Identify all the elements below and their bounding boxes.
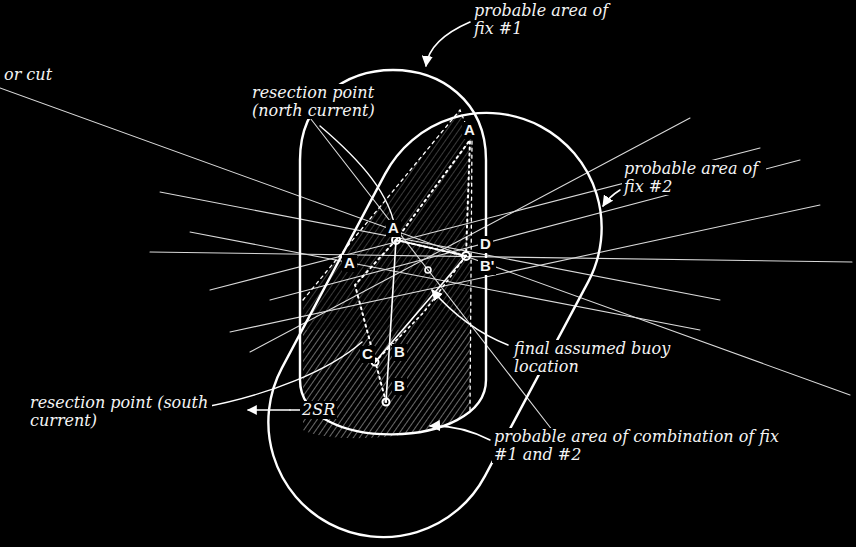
resection-label: resection point (north current) (250, 84, 404, 119)
area-label: probable area of combination of fix #1 a… (492, 428, 796, 463)
resection-label: resection point (south current) (28, 394, 212, 429)
location-label: final assumed buoy location (512, 340, 686, 375)
point-label: B (392, 344, 407, 361)
note-label: or cut (2, 66, 86, 84)
point-label: A (386, 220, 401, 237)
point-label: C (360, 346, 375, 363)
point-label: B (392, 378, 407, 395)
point-label: A (342, 255, 357, 272)
dimension-label: 2SR (300, 401, 337, 419)
point-label: A (462, 122, 477, 139)
area-label: probable area of fix #1 (472, 2, 616, 37)
area-label: probable area of fix #2 (622, 160, 766, 195)
point-label: D (478, 236, 493, 253)
point-label: B' (478, 258, 496, 275)
